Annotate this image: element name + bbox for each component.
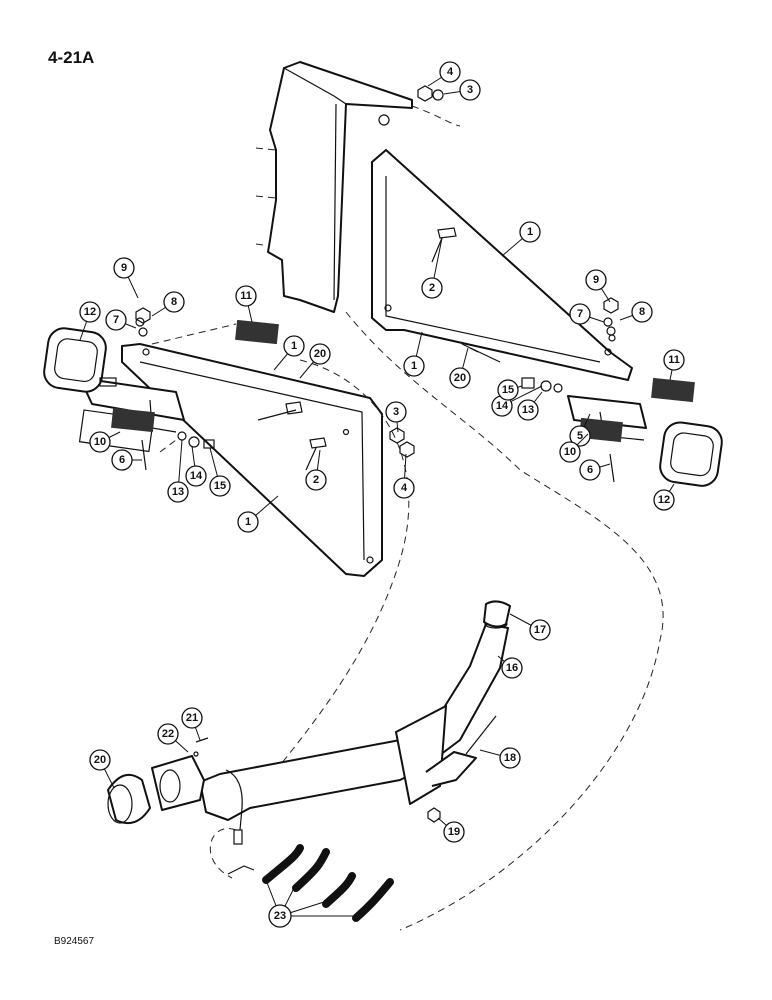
callout-17: 17 — [509, 613, 551, 641]
lower-light — [107, 737, 243, 831]
svg-text:5: 5 — [577, 430, 583, 442]
callout-15: 15 — [209, 447, 231, 497]
svg-text:8: 8 — [639, 306, 645, 318]
callout-7: 7 — [569, 303, 605, 325]
callout-8: 8 — [151, 291, 185, 317]
harness-pieces — [227, 829, 394, 922]
callout-16: 16 — [497, 655, 523, 679]
svg-text:9: 9 — [121, 262, 127, 274]
svg-text:16: 16 — [506, 662, 518, 674]
svg-text:3: 3 — [467, 84, 473, 96]
callout-6: 6 — [579, 459, 611, 481]
svg-text:12: 12 — [84, 306, 96, 318]
callout-6: 6 — [111, 449, 142, 471]
svg-text:20: 20 — [454, 372, 466, 384]
fasteners — [135, 85, 619, 483]
callout-9: 9 — [113, 257, 139, 299]
callout-4: 4 — [427, 61, 461, 87]
svg-text:6: 6 — [587, 464, 593, 476]
page-title: 4-21A — [48, 48, 95, 67]
svg-text:11: 11 — [240, 290, 252, 302]
callouts: 4 3 1 2 9 8 7 1 20 11 15 14 13 5 10 6 12… — [79, 61, 685, 928]
callout-20: 20 — [89, 749, 115, 789]
callout-3: 3 — [385, 401, 407, 433]
callout-11: 11 — [663, 349, 685, 381]
callout-14: 14 — [185, 445, 207, 487]
svg-text:10: 10 — [564, 446, 576, 458]
svg-text:4: 4 — [401, 482, 408, 494]
bracket-left — [121, 343, 383, 577]
callout-15: 15 — [497, 379, 523, 401]
svg-text:1: 1 — [245, 516, 251, 528]
callout-12: 12 — [79, 301, 101, 341]
svg-text:23: 23 — [274, 910, 286, 922]
svg-text:9: 9 — [593, 274, 599, 286]
callout-2: 2 — [421, 237, 443, 299]
svg-text:14: 14 — [190, 470, 203, 482]
figure-code: B924567 — [54, 936, 95, 947]
callout-12: 12 — [653, 483, 675, 511]
callout-23: 23 — [265, 879, 354, 928]
svg-text:12: 12 — [658, 494, 670, 506]
light-right — [659, 421, 723, 487]
svg-text:1: 1 — [291, 340, 297, 352]
bracket-right — [371, 149, 633, 381]
svg-text:7: 7 — [113, 314, 119, 326]
callout-10: 10 — [559, 433, 589, 463]
svg-text:10: 10 — [94, 436, 106, 448]
svg-text:4: 4 — [447, 66, 454, 78]
callout-1: 1 — [501, 221, 541, 257]
callout-2: 2 — [305, 449, 327, 491]
callout-13: 13 — [167, 439, 189, 503]
callout-13: 13 — [517, 391, 543, 421]
callout-20: 20 — [299, 343, 331, 379]
svg-text:20: 20 — [314, 348, 326, 360]
callout-5: 5 — [569, 413, 591, 447]
svg-text:8: 8 — [171, 296, 177, 308]
svg-text:3: 3 — [393, 406, 399, 418]
svg-text:13: 13 — [172, 486, 184, 498]
light-left — [43, 327, 117, 393]
svg-text:15: 15 — [214, 480, 226, 492]
svg-text:14: 14 — [496, 400, 509, 412]
callout-20: 20 — [449, 347, 471, 389]
callout-4: 4 — [393, 453, 415, 499]
hidden-lines — [151, 105, 664, 931]
svg-text:1: 1 — [411, 360, 417, 372]
callout-1: 1 — [403, 331, 425, 377]
svg-text:1: 1 — [527, 226, 533, 238]
callout-10: 10 — [89, 431, 121, 453]
svg-text:2: 2 — [429, 282, 435, 294]
upright-post — [255, 61, 413, 313]
support-tube — [199, 600, 511, 823]
svg-text:20: 20 — [94, 754, 106, 766]
callout-9: 9 — [585, 269, 611, 303]
callout-1: 1 — [273, 335, 305, 371]
svg-text:6: 6 — [119, 454, 125, 466]
callout-1: 1 — [237, 495, 279, 533]
svg-text:13: 13 — [522, 404, 534, 416]
callout-14: 14 — [491, 385, 543, 417]
svg-text:11: 11 — [668, 354, 680, 366]
callout-11: 11 — [235, 285, 257, 323]
callout-21: 21 — [181, 707, 203, 741]
callout-18: 18 — [479, 747, 521, 769]
svg-text:15: 15 — [502, 384, 514, 396]
svg-text:17: 17 — [534, 624, 546, 636]
svg-text:22: 22 — [162, 728, 174, 740]
callout-19: 19 — [437, 817, 465, 843]
svg-text:21: 21 — [186, 712, 198, 724]
svg-text:2: 2 — [313, 474, 319, 486]
callout-7: 7 — [105, 309, 137, 331]
callout-3: 3 — [443, 79, 481, 101]
callout-8: 8 — [619, 301, 653, 323]
callout-22: 22 — [157, 723, 189, 753]
svg-text:19: 19 — [448, 826, 460, 838]
svg-text:7: 7 — [577, 308, 583, 320]
svg-text:18: 18 — [504, 752, 516, 764]
